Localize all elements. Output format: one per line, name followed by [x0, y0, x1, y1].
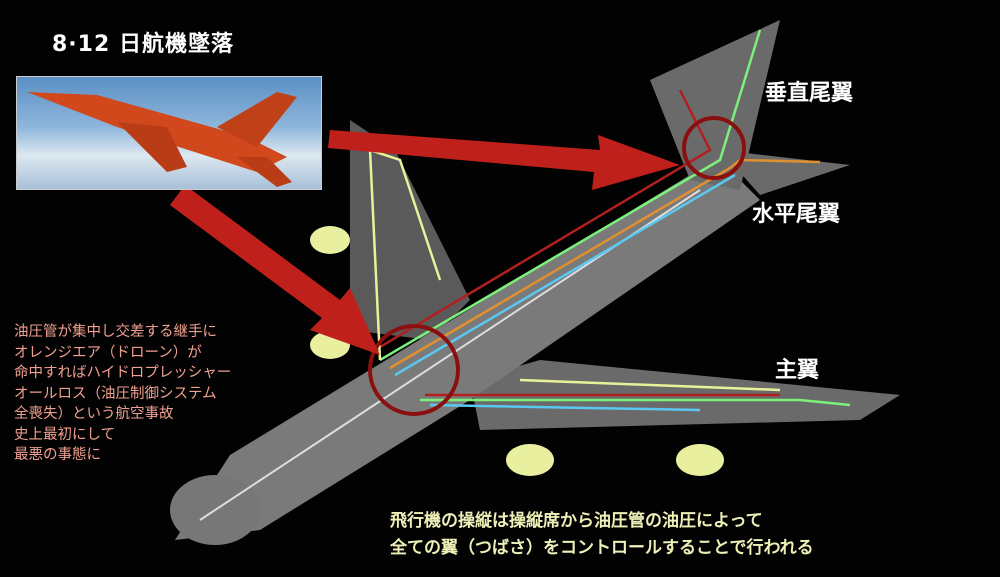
drone-photo: [16, 76, 322, 190]
caption-left-line: オレンジエア（ドローン）が: [14, 344, 202, 361]
engine: [506, 444, 554, 476]
engine: [676, 444, 724, 476]
wing-junction-circle: [368, 324, 460, 416]
label-main-wing: 主翼: [775, 358, 820, 383]
fuselage: [175, 175, 760, 540]
impact-arrow-wing: [170, 185, 380, 355]
caption-left-line: 油圧管が集中し交差する継手に: [14, 324, 217, 340]
hydraulic-lines: [368, 29, 851, 412]
caption-left-line: オールロス（油圧制御システム: [14, 385, 217, 402]
impact-arrow-tail: [328, 130, 680, 190]
tail-junction-circle: [682, 116, 746, 180]
drone-image: [27, 92, 297, 187]
caption-bottom-line: 飛行機の操縦は操縦席から油圧管の油圧によって: [390, 511, 763, 531]
caption-left-line: 史上最初にして: [14, 426, 116, 443]
label-vertical-tail: 垂直尾翼: [765, 81, 854, 106]
left-wing: [350, 120, 470, 340]
engine: [310, 226, 350, 254]
title: 8·12 日航機墜落: [52, 32, 234, 57]
caption-left: 油圧管が集中し交差する継手に オレンジエア（ドローン）が 命中すればハイドロプレ…: [14, 322, 231, 466]
caption-left-line: 最悪の事態に: [14, 447, 101, 463]
caption-left-line: 全喪失）という航空事故: [14, 406, 174, 422]
label-horizontal-tail: 水平尾翼: [752, 202, 841, 227]
caption-bottom-line: 全ての翼（つばさ）をコントロールすることで行われる: [390, 538, 814, 558]
caption-bottom: 飛行機の操縦は操縦席から油圧管の油圧によって 全ての翼（つばさ）をコントロールす…: [390, 508, 814, 562]
caption-left-line: 命中すればハイドロプレッシャー: [14, 365, 232, 381]
